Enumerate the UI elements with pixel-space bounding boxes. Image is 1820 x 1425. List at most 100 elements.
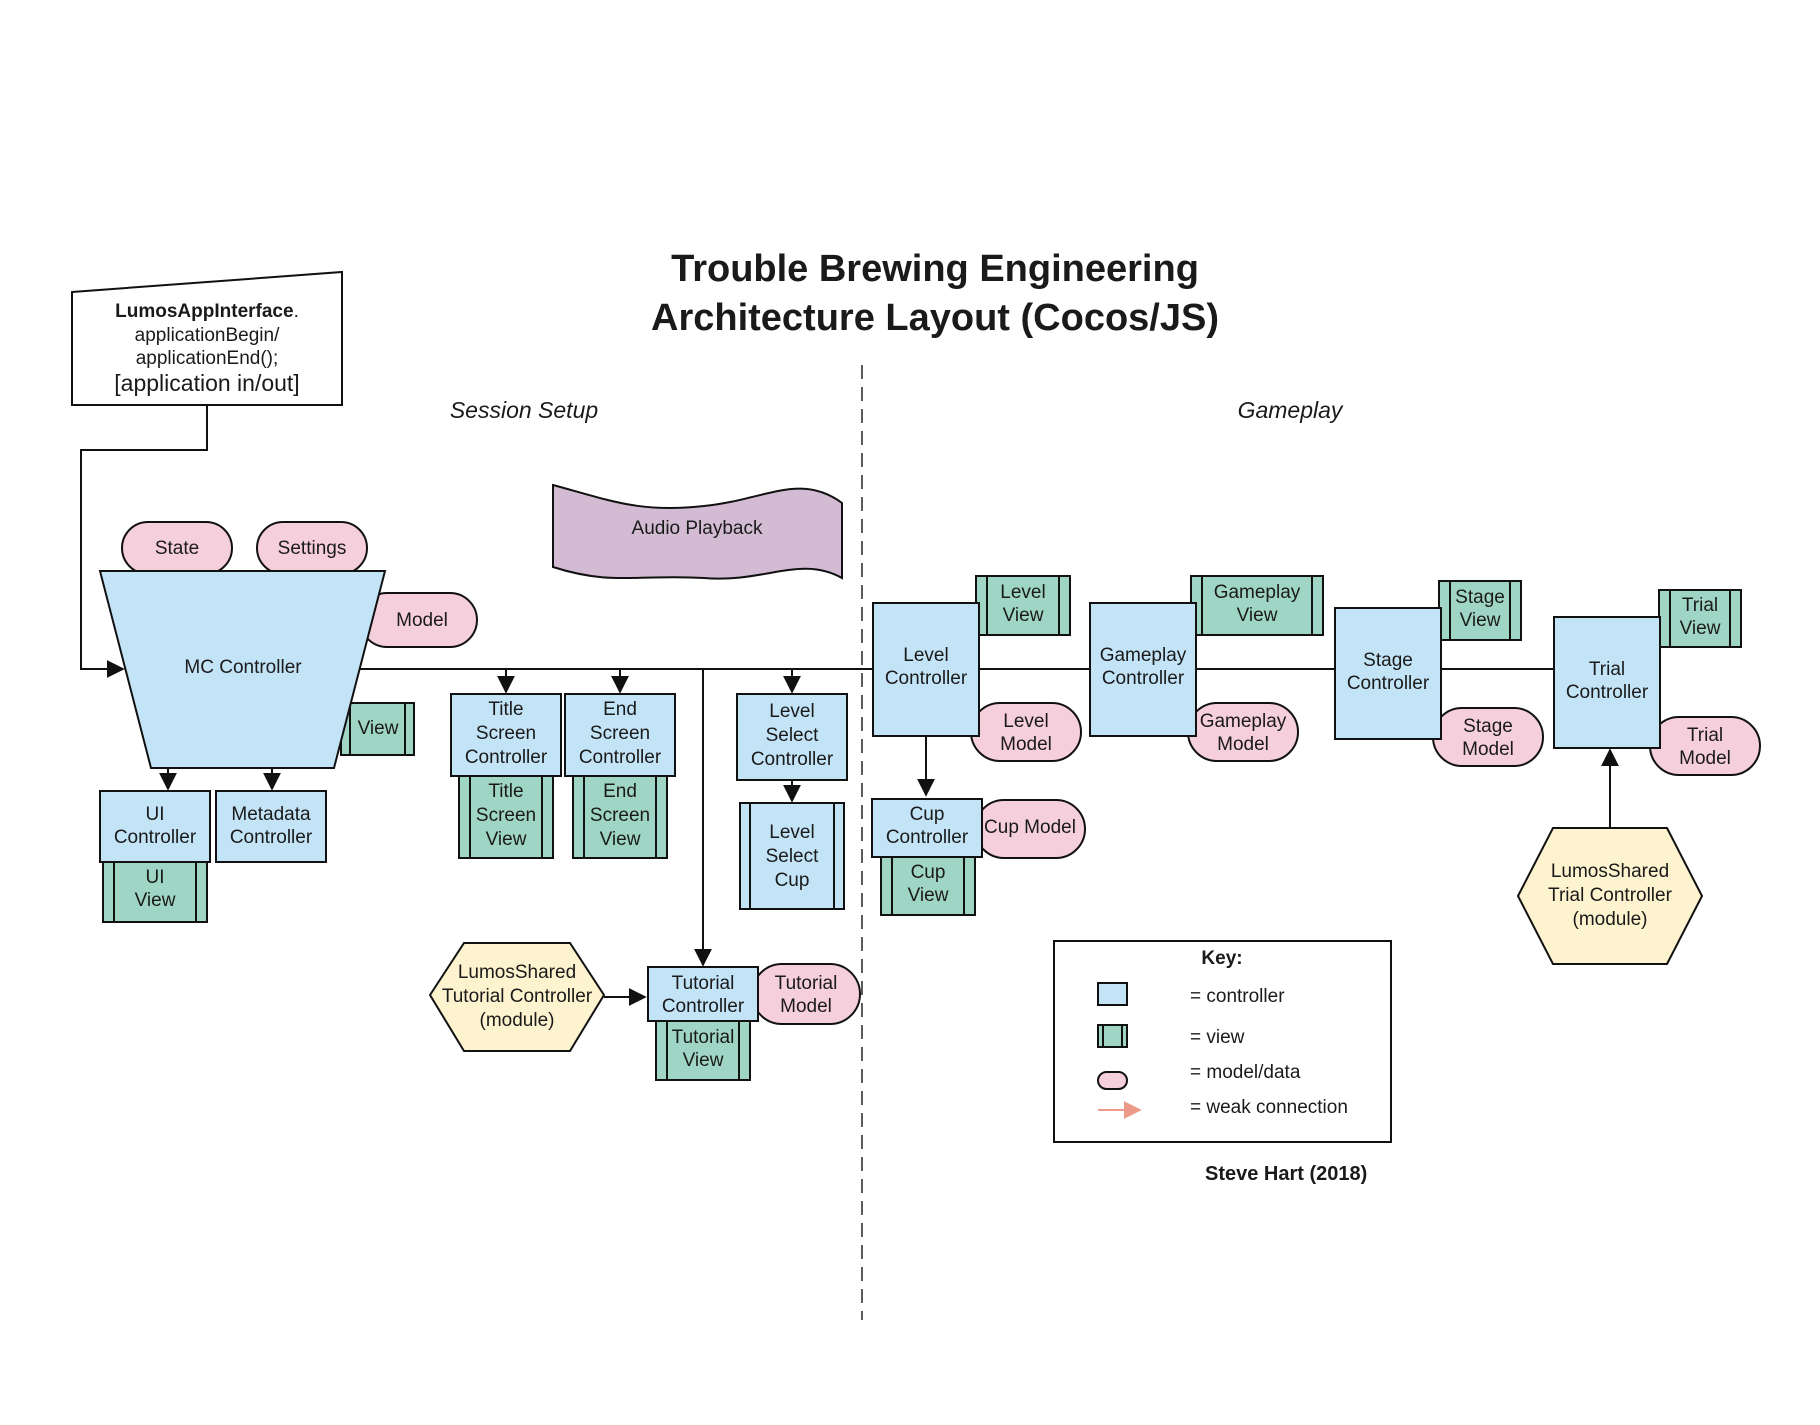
levelselect-cup-l1: Level: [769, 822, 814, 843]
ui-view-l2: View: [135, 890, 176, 911]
stage-controller-l1: Stage: [1363, 650, 1413, 671]
svg-text:LumosAppInterface.: LumosAppInterface.: [115, 301, 299, 322]
settings-label: Settings: [278, 538, 347, 559]
lumos-shared-trial-module: LumosShared Trial Controller (module): [1516, 827, 1704, 965]
legend-controller-label: = controller: [1190, 986, 1285, 1007]
interface-bold-suffix: .: [294, 301, 299, 322]
metadata-controller-l1: Metadata: [231, 804, 311, 825]
tutorial-module-l3: (module): [480, 1010, 555, 1031]
title-controller-l1: Title: [488, 699, 523, 720]
end-screen-view: End Screen View: [572, 775, 668, 859]
legend-model-label: = model/data: [1190, 1062, 1301, 1083]
tutorial-view: Tutorial View: [655, 1020, 751, 1081]
level-controller-l1: Level: [903, 645, 948, 666]
state-label: State: [155, 538, 199, 559]
diagram-title-line2: Architecture Layout (Cocos/JS): [651, 297, 1219, 339]
interface-line3: applicationEnd();: [136, 348, 279, 369]
cup-view-l1: Cup: [911, 862, 946, 883]
title-view-l1: Title: [488, 781, 523, 802]
title-screen-view: Title Screen View: [458, 775, 554, 859]
end-controller-l1: End: [603, 699, 637, 720]
metadata-controller-l2: Controller: [230, 827, 313, 848]
stage-view-l1: Stage: [1455, 587, 1505, 608]
legend-view-label: = view: [1190, 1027, 1245, 1048]
trial-view-l2: View: [1680, 618, 1721, 639]
cup-model-label: Cup Model: [984, 817, 1076, 838]
level-controller-l2: Controller: [885, 668, 968, 689]
level-view-l2: View: [1003, 605, 1044, 626]
tutorial-model-l2: Model: [780, 996, 832, 1017]
cup-controller-l1: Cup: [910, 804, 945, 825]
levelselect-controller-l3: Controller: [751, 749, 834, 770]
level-view-l1: Level: [1000, 582, 1045, 603]
title-view-l2: Screen: [476, 805, 536, 826]
gameplay-view: Gameplay View: [1190, 575, 1324, 636]
state-model: State: [121, 521, 233, 575]
title-controller-l3: Controller: [465, 747, 548, 768]
tutorial-view-l2: View: [683, 1050, 724, 1071]
ui-view: UI View: [102, 861, 208, 923]
level-model-l1: Level: [1003, 711, 1048, 732]
tutorial-model: Tutorial Model: [751, 963, 861, 1025]
cup-model: Cup Model: [974, 799, 1086, 859]
levelselect-controller-l1: Level: [769, 701, 814, 722]
trial-module-l3: (module): [1573, 909, 1648, 930]
ui-controller: UI Controller: [99, 790, 211, 863]
trial-model: Trial Model: [1649, 716, 1761, 776]
trial-view: Trial View: [1658, 589, 1742, 648]
diagram-title-line1: Trouble Brewing Engineering: [671, 248, 1199, 290]
interface-to-mc-connector: [80, 405, 208, 678]
end-screen-controller: End Screen Controller: [564, 693, 676, 777]
metadata-controller: Metadata Controller: [215, 790, 327, 863]
mc-model-label: Model: [396, 610, 448, 631]
mc-controller: MC Controller: [98, 570, 387, 769]
trial-model-l2: Model: [1679, 748, 1731, 769]
tutorial-controller: Tutorial Controller: [647, 966, 759, 1022]
level-model-l2: Model: [1000, 734, 1052, 755]
tutorial-controller-l2: Controller: [662, 996, 745, 1017]
stage-model-l1: Stage: [1463, 716, 1513, 737]
level-view: Level View: [975, 575, 1071, 636]
ui-view-l1: UI: [146, 867, 165, 888]
ui-controller-l2: Controller: [114, 827, 197, 848]
title-view-l3: View: [486, 829, 527, 850]
section-label-gameplay: Gameplay: [1238, 397, 1344, 423]
stage-model: Stage Model: [1432, 707, 1544, 767]
gameplay-model: Gameplay Model: [1187, 702, 1299, 762]
level-controller: Level Controller: [872, 602, 980, 737]
audio-playback-label: Audio Playback: [632, 518, 763, 539]
title-controller-l2: Screen: [476, 723, 536, 744]
gameplay-controller: Gameplay Controller: [1089, 602, 1197, 737]
tutorial-module-l1: LumosShared: [458, 962, 576, 983]
stage-model-l2: Model: [1462, 739, 1514, 760]
interface-line4: [application in/out]: [114, 370, 299, 396]
tutorial-view-l1: Tutorial: [672, 1027, 735, 1048]
stage-view-l2: View: [1460, 610, 1501, 631]
legend-weak-label: = weak connection: [1190, 1097, 1348, 1118]
audio-playback: Audio Playback: [552, 483, 843, 580]
gameplay-controller-l2: Controller: [1102, 668, 1185, 689]
legend-title: Key:: [1201, 948, 1242, 969]
end-view-l1: End: [603, 781, 637, 802]
tutorial-controller-l1: Tutorial: [672, 973, 735, 994]
gameplay-controller-l1: Gameplay: [1100, 645, 1187, 666]
ui-controller-l1: UI: [146, 804, 165, 825]
levelselect-cup-l2: Select: [766, 846, 820, 867]
trial-controller-l1: Trial: [1589, 659, 1625, 680]
end-view-l2: Screen: [590, 805, 650, 826]
trial-view-l1: Trial: [1682, 595, 1718, 616]
trial-module-l1: LumosShared: [1551, 861, 1669, 882]
author-credit: Steve Hart (2018): [1205, 1163, 1367, 1185]
trial-controller-l2: Controller: [1566, 682, 1649, 703]
cup-view-l2: View: [908, 885, 949, 906]
title-screen-controller: Title Screen Controller: [450, 693, 562, 777]
gameplay-view-l2: View: [1237, 605, 1278, 626]
cup-view: Cup View: [880, 856, 976, 916]
mc-view: View: [340, 702, 415, 756]
gameplay-model-l2: Model: [1217, 734, 1269, 755]
lumos-shared-tutorial-module: LumosShared Tutorial Controller (module): [428, 942, 606, 1052]
trial-model-l1: Trial: [1687, 725, 1723, 746]
cup-controller: Cup Controller: [871, 798, 983, 858]
gameplay-view-l1: Gameplay: [1214, 582, 1301, 603]
